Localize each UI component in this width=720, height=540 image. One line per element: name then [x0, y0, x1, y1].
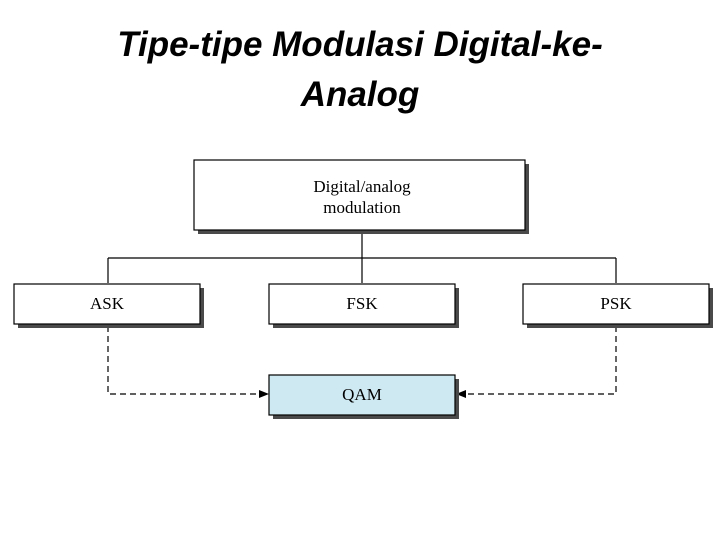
node-label: ASK — [90, 294, 125, 313]
node-box — [268, 283, 456, 325]
node-qam: QAM — [268, 374, 459, 419]
node-box — [522, 283, 710, 325]
node-box — [13, 283, 201, 325]
node-psk: PSK — [522, 283, 713, 328]
slide-title-line-1: Tipe-tipe Modulasi Digital-ke- — [117, 25, 603, 64]
node-fsk: FSK — [268, 283, 459, 328]
node-label: PSK — [600, 294, 632, 313]
node-box — [193, 159, 526, 231]
node-box — [268, 374, 456, 416]
node-ask: ASK — [13, 283, 204, 328]
dashed-connector-psk-to-qam — [456, 326, 617, 398]
node-label: QAM — [342, 385, 382, 404]
slide-title-line-2: Analog — [300, 75, 420, 114]
node-label-line-2: modulation — [323, 198, 401, 217]
node-label: FSK — [346, 294, 378, 313]
node-digital-analog-modulation: Digital/analog modulation — [193, 159, 529, 234]
dashed-connector-ask-to-qam — [107, 326, 269, 398]
dashed-connectors — [107, 326, 617, 398]
node-label-line-1: Digital/analog — [313, 177, 411, 196]
slide-title: Tipe-tipe Modulasi Digital-ke- Analog — [40, 20, 680, 120]
tree-connectors — [107, 233, 617, 283]
